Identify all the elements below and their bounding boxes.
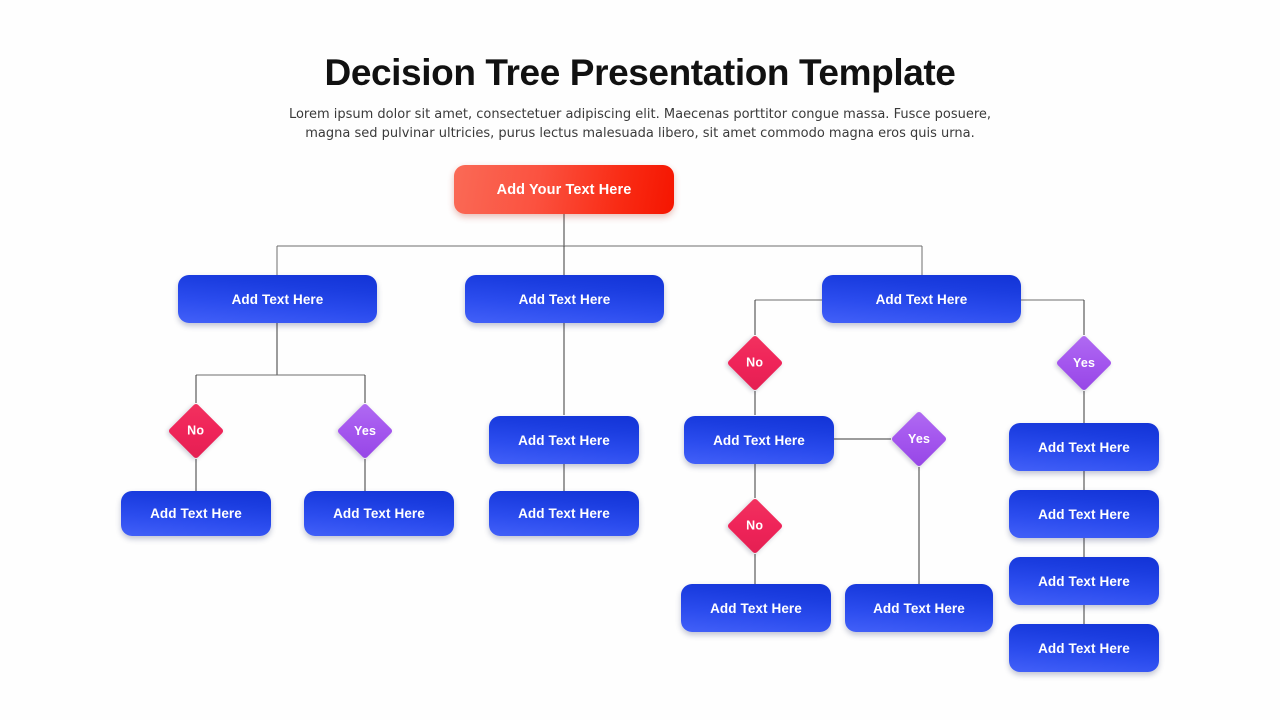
node-stack-4-label: Add Text Here [1038,640,1130,656]
node-level1-left[interactable]: Add Text Here [178,275,377,323]
node-middle-box-1-label: Add Text Here [518,432,610,448]
diamond-right-no[interactable]: No [726,334,784,392]
node-root[interactable]: Add Your Text Here [454,165,674,214]
diamond-right-inner-no-label: No [746,518,764,533]
diamond-left-no[interactable]: No [167,402,225,460]
node-stack-4[interactable]: Add Text Here [1009,624,1159,672]
node-stack-2[interactable]: Add Text Here [1009,490,1159,538]
node-left-no-box[interactable]: Add Text Here [121,491,271,536]
diamond-left-no-label: No [187,423,205,438]
diamond-right-no-label: No [746,355,764,370]
node-level1-right[interactable]: Add Text Here [822,275,1021,323]
node-stack-3-label: Add Text Here [1038,573,1130,589]
node-middle-box-2-label: Add Text Here [518,506,610,521]
diamond-right-yes-label: Yes [1072,356,1096,370]
node-right-no-box[interactable]: Add Text Here [684,416,834,464]
node-level1-middle[interactable]: Add Text Here [465,275,664,323]
node-middle-box-2[interactable]: Add Text Here [489,491,639,536]
node-right-no-box-label: Add Text Here [713,432,805,448]
node-stack-1[interactable]: Add Text Here [1009,423,1159,471]
node-stack-1-label: Add Text Here [1038,439,1130,455]
node-right-no-no-box-label: Add Text Here [710,600,802,616]
node-right-inner-yes-box[interactable]: Add Text Here [845,584,993,632]
node-left-yes-box[interactable]: Add Text Here [304,491,454,536]
node-right-no-no-box[interactable]: Add Text Here [681,584,831,632]
page-subtitle: Lorem ipsum dolor sit amet, consectetuer… [288,107,992,141]
diamond-right-inner-no[interactable]: No [726,497,784,555]
diamond-right-inner-yes[interactable]: Yes [890,410,948,468]
diamond-right-yes[interactable]: Yes [1055,334,1113,392]
node-root-label: Add Your Text Here [496,181,632,198]
node-right-inner-yes-box-label: Add Text Here [873,600,965,616]
node-middle-box-1[interactable]: Add Text Here [489,416,639,464]
node-left-yes-box-label: Add Text Here [333,506,425,521]
page-title: Decision Tree Presentation Template [324,52,956,93]
node-level1-middle-label: Add Text Here [518,291,611,307]
node-left-no-box-label: Add Text Here [150,506,242,521]
diamond-left-yes[interactable]: Yes [336,402,394,460]
node-level1-right-label: Add Text Here [875,291,968,307]
node-level1-left-label: Add Text Here [231,291,324,307]
diamond-right-inner-yes-label: Yes [907,432,931,446]
node-stack-2-label: Add Text Here [1038,506,1130,522]
node-stack-3[interactable]: Add Text Here [1009,557,1159,605]
diamond-left-yes-label: Yes [353,424,377,438]
